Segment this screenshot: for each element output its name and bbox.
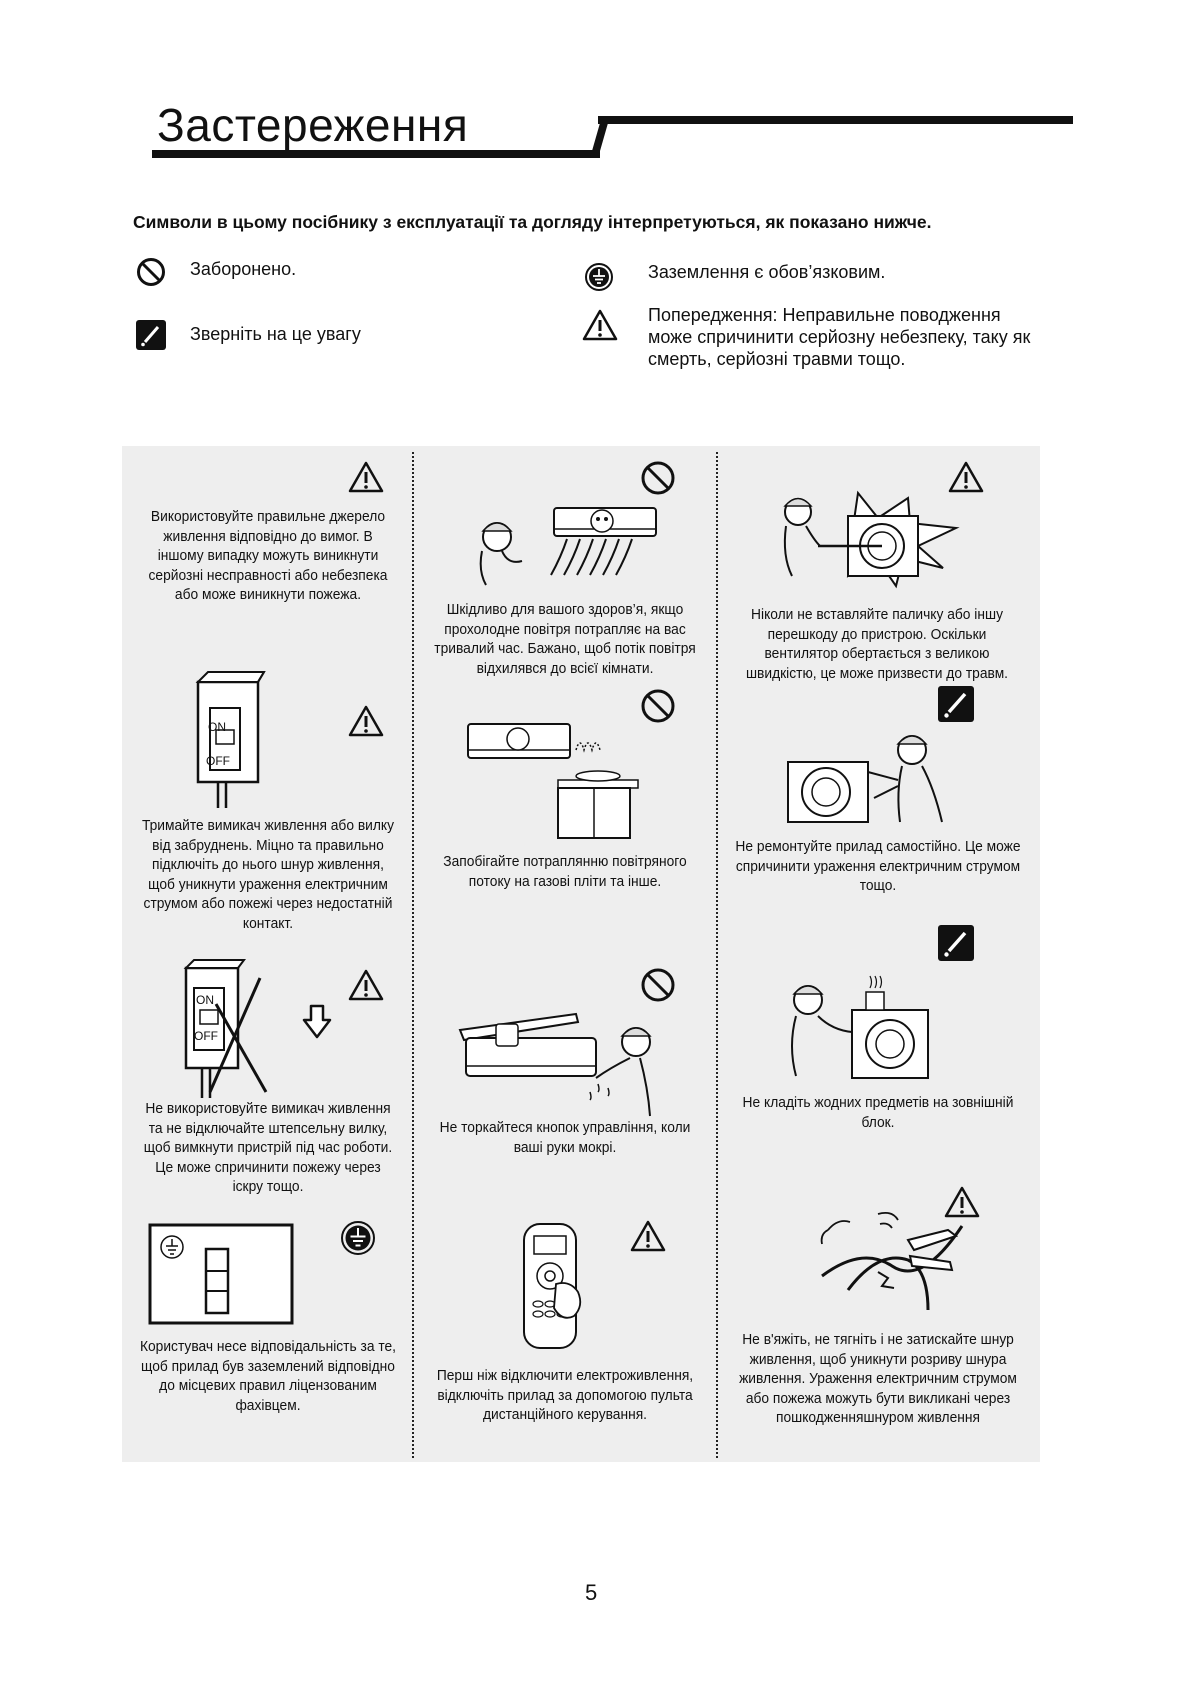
attention-icon xyxy=(136,320,166,350)
prohibited-icon xyxy=(641,689,675,723)
switch-off-label: OFF xyxy=(206,754,230,768)
warning-icon xyxy=(630,1220,666,1252)
self-repair-illustration xyxy=(787,735,943,823)
cell-text: Користувач несе відповідальність за те, … xyxy=(139,1338,397,1414)
stick-in-fan-illustration xyxy=(783,490,960,589)
legend-attention-text: Зверніть на це увагу xyxy=(190,324,361,344)
cell-text: Не ремонтуйте прилад самостійно. Це може… xyxy=(735,838,1021,894)
attention-icon xyxy=(938,686,974,722)
title-rule-slant xyxy=(590,116,610,158)
gas-stove-illustration xyxy=(467,723,639,839)
warning-icon xyxy=(348,705,384,737)
cell-text: Не використовуйте вимикач живлення та не… xyxy=(143,1100,393,1195)
arrow-down-icon xyxy=(302,1004,332,1039)
legend-prohibited-text: Заборонено. xyxy=(190,259,297,279)
grounding-socket-illustration xyxy=(148,1223,294,1325)
warning-icon xyxy=(582,309,618,341)
cell-text: Шкідливо для вашого здоров’я, якщо прохо… xyxy=(434,601,696,677)
power-switch-illustration xyxy=(195,671,266,808)
page-title: Застереження xyxy=(157,99,469,151)
warning-icon xyxy=(948,461,984,493)
legend-grounding-text: Заземлення є обов’язковим. xyxy=(648,262,886,282)
prohibited-icon xyxy=(641,968,675,1002)
damaged-cord-illustration xyxy=(820,1211,964,1311)
remote-control-illustration xyxy=(523,1223,582,1349)
legend-warning-text: Попередження: Неправильне поводження мож… xyxy=(648,305,1031,369)
cell-text: Не торкайтеся кнопок управління, коли ва… xyxy=(439,1119,691,1156)
page-number: 5 xyxy=(585,1580,598,1605)
column-divider xyxy=(412,452,414,1458)
person-under-cold-air-illustration xyxy=(479,507,657,586)
warning-icon xyxy=(944,1186,980,1218)
cell-text: Перш ніж відключити електроживлення, від… xyxy=(436,1367,694,1423)
column-divider xyxy=(716,452,718,1458)
attention-icon xyxy=(938,925,974,961)
cell-text: Використовуйте правильне джерело живленн… xyxy=(148,508,388,603)
cell-text: Не кладіть жодних предметів на зовнішній… xyxy=(742,1094,1014,1131)
cell-text: Тримайте вимикач живлення або вилку від … xyxy=(141,817,395,932)
cell-text: Запобігайте потраплянню повітряного пото… xyxy=(443,853,687,890)
legend-intro: Символи в цьому посібнику з експлуатації… xyxy=(133,212,932,232)
grounding-icon xyxy=(341,1221,375,1255)
wet-hands-illustration xyxy=(458,1012,652,1117)
title-underline xyxy=(152,150,600,158)
prohibited-icon xyxy=(641,461,675,495)
do-not-unplug-switch-illustration xyxy=(183,959,268,1098)
title-overline xyxy=(598,116,1073,124)
cell-text: Ніколи не вставляйте паличку або іншу пе… xyxy=(745,606,1009,682)
switch-on-label: ON xyxy=(196,993,214,1007)
grounding-icon xyxy=(585,263,613,291)
switch-off-label: OFF xyxy=(194,1029,218,1043)
warning-icon xyxy=(348,461,384,493)
warning-icon xyxy=(348,969,384,1001)
switch-on-label: ON xyxy=(208,720,226,734)
cell-text: Не в'яжіть, не тягніть і не затискайте ш… xyxy=(739,1331,1017,1426)
prohibited-icon xyxy=(137,258,165,286)
object-on-outdoor-unit-illustration xyxy=(791,975,929,1079)
